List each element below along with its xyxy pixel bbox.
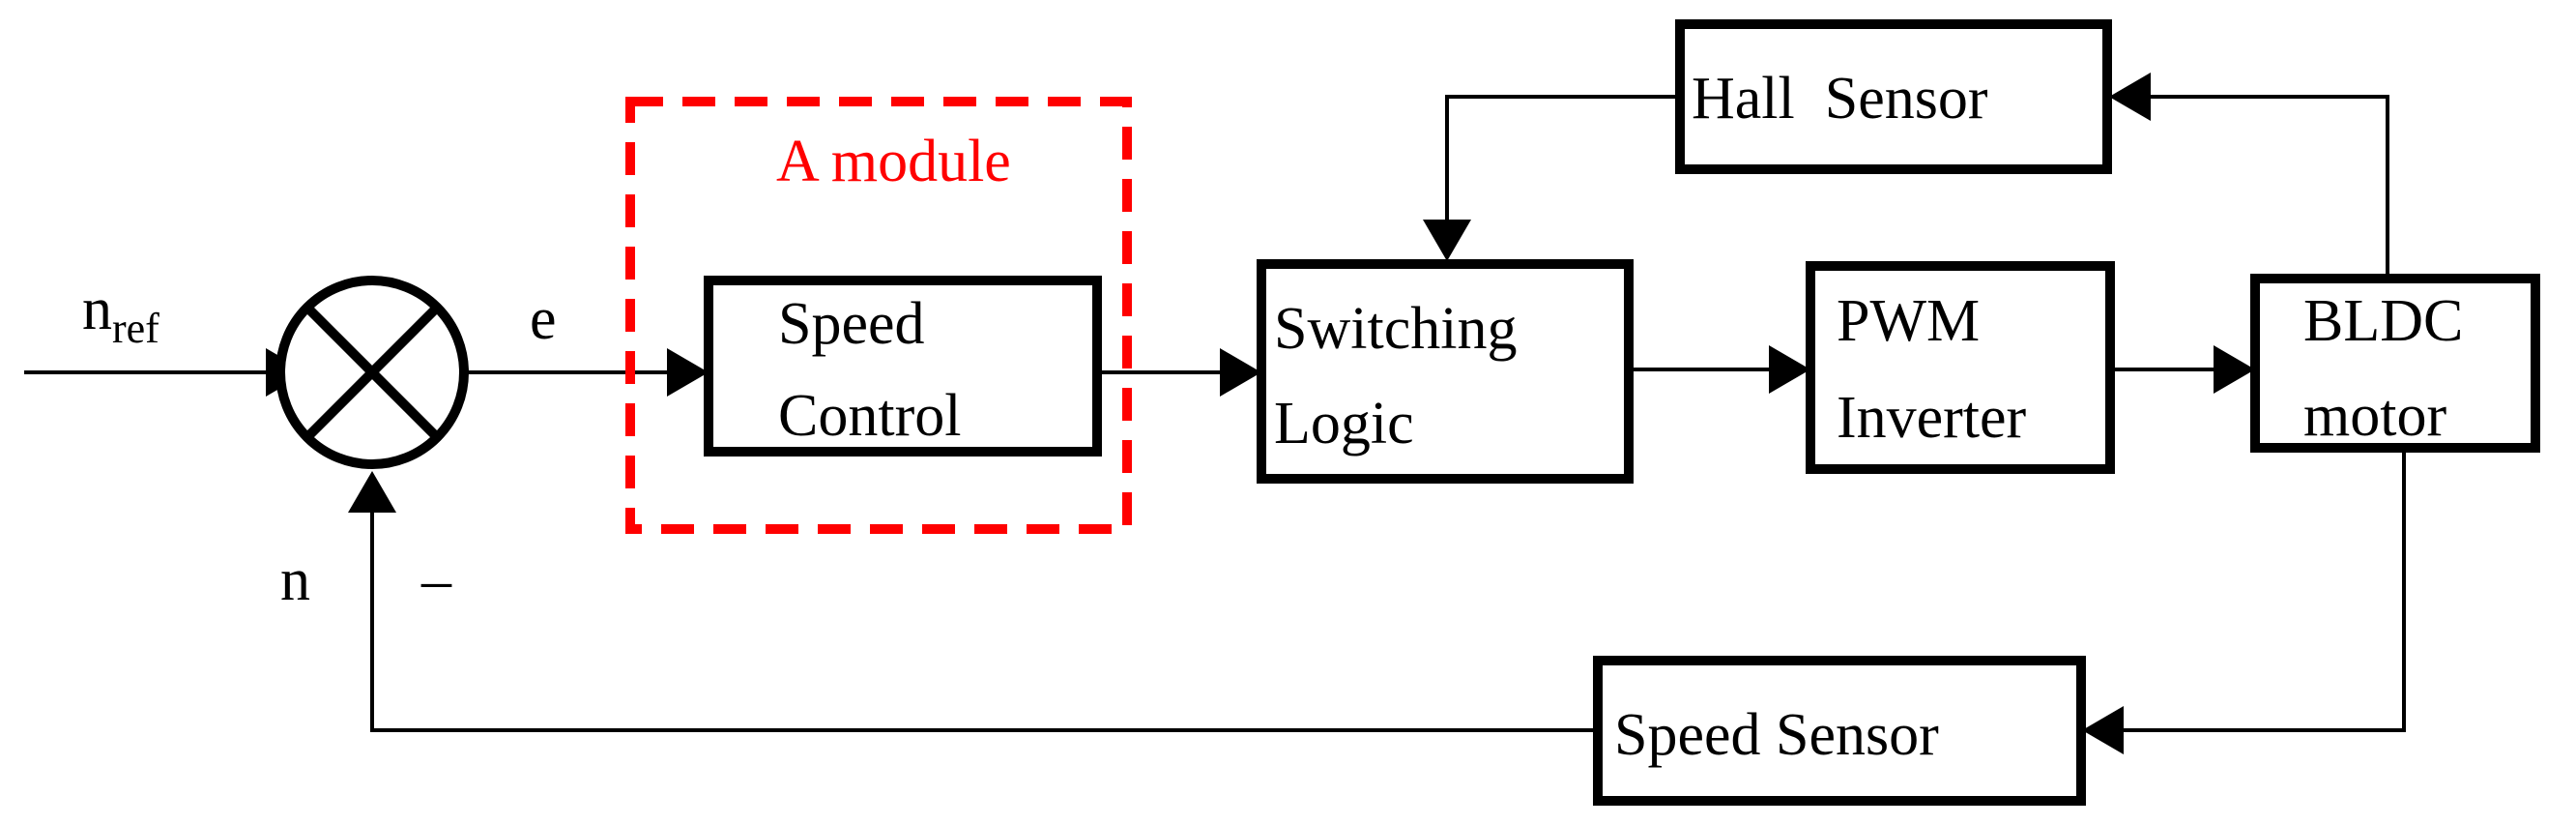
arrowhead-speed-control [667, 348, 709, 397]
bldc-motor-line-2: motor [2303, 383, 2446, 449]
switching-logic-block: Switching Logic [1257, 259, 1634, 484]
speed-feedback-wire [370, 513, 1595, 732]
arrowhead-switching-logic [1220, 348, 1261, 397]
hall-sensor-box [1675, 19, 2112, 174]
a-module: A module [625, 97, 1132, 534]
switching-logic-line-2: Logic [1274, 391, 1414, 457]
switching-logic-box [1257, 259, 1634, 484]
arrowheads [266, 73, 2255, 754]
hall-sensor-block: Hall Sensor [1675, 19, 2112, 174]
pwm-inverter-box [1806, 261, 2115, 474]
arrowhead-pwm-inverter [1769, 345, 1810, 394]
hall-to-logic-wire [1445, 95, 1677, 220]
error-label: e [530, 286, 557, 352]
speed-sensor-box [1593, 656, 2086, 806]
speed-control-block: Speed Control [704, 276, 1102, 457]
a-module-border [625, 97, 1132, 534]
bldc-motor-block: BLDC motor [2250, 274, 2540, 453]
summing-junction-cross-b [304, 304, 441, 441]
speed-sensor-label: Speed Sensor [1614, 702, 1939, 768]
bldc-motor-box [2250, 274, 2540, 453]
arrowhead-hall-sensor [2109, 73, 2151, 121]
arrowhead-summing-feedback [348, 471, 396, 513]
hall-feedback-wire [2151, 95, 2389, 274]
motor-to-speed-sensor-wire [2124, 452, 2406, 732]
speed-control-line-2: Control [778, 383, 961, 449]
hall-sensor-label: Hall Sensor [1692, 66, 1988, 132]
bldc-motor-line-1: BLDC [2303, 288, 2463, 354]
minus-sign: – [420, 547, 452, 613]
arrowhead-bldc-motor [2214, 345, 2255, 394]
speed-control-line-1: Speed [778, 291, 925, 357]
pwm-inverter-block: PWM Inverter [1806, 261, 2115, 474]
arrowhead-hall-to-logic [1423, 220, 1471, 261]
speed-control-box [704, 276, 1102, 457]
pwm-inverter-line-1: PWM [1837, 288, 1980, 354]
summing-junction [275, 276, 469, 469]
feedback-label: n [280, 547, 310, 613]
arrowhead-speed-sensor [2082, 706, 2124, 754]
a-module-label: A module [776, 129, 1011, 194]
pwm-inverter-line-2: Inverter [1837, 385, 2027, 451]
input-label: nref [82, 277, 159, 352]
switching-logic-line-1: Switching [1274, 296, 1517, 362]
wires [24, 95, 2406, 732]
speed-sensor-block: Speed Sensor [1593, 656, 2086, 806]
